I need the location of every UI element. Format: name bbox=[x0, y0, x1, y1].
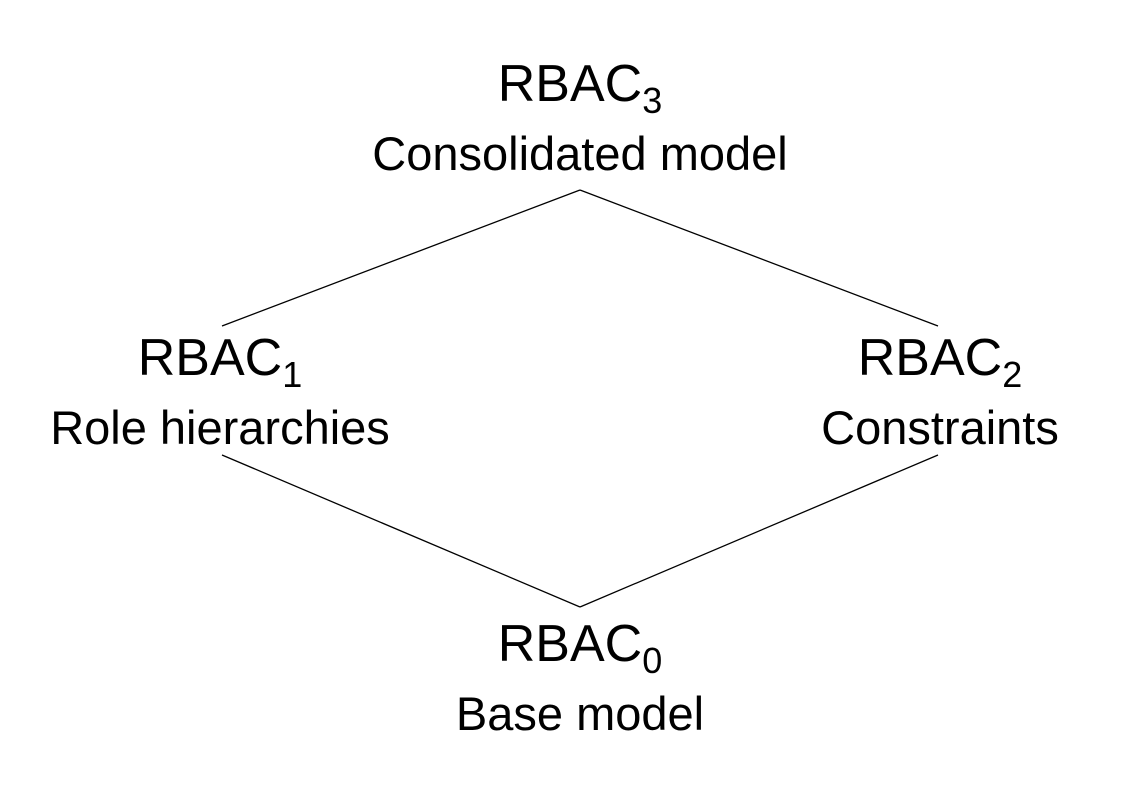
node-name: RBAC bbox=[497, 615, 643, 673]
edge-rbac1-rbac0 bbox=[221, 454, 581, 608]
node-description: Consolidated model bbox=[372, 127, 788, 180]
node-description: Constraints bbox=[821, 401, 1059, 454]
node-title: RBAC3 bbox=[330, 55, 830, 119]
node-subscript: 3 bbox=[642, 80, 663, 121]
node-title: RBAC2 bbox=[790, 329, 1090, 393]
node-subscript: 0 bbox=[642, 640, 663, 681]
node-rbac1: RBAC1 Role hierarchies bbox=[10, 332, 430, 451]
node-description: Role hierarchies bbox=[50, 401, 390, 454]
node-rbac3: RBAC3 Consolidated model bbox=[330, 58, 830, 177]
edge-rbac3-rbac2 bbox=[579, 189, 939, 327]
node-description: Base model bbox=[455, 687, 705, 740]
node-subscript: 1 bbox=[282, 354, 303, 395]
node-name: RBAC bbox=[497, 55, 643, 113]
node-title: RBAC1 bbox=[10, 329, 430, 393]
edge-rbac3-rbac1 bbox=[221, 189, 581, 327]
node-rbac0: RBAC0 Base model bbox=[380, 618, 780, 737]
edge-rbac2-rbac0 bbox=[579, 454, 939, 608]
node-name: RBAC bbox=[857, 329, 1003, 387]
node-rbac2: RBAC2 Constraints bbox=[790, 332, 1090, 451]
node-subscript: 2 bbox=[1002, 354, 1023, 395]
node-name: RBAC bbox=[137, 329, 283, 387]
node-title: RBAC0 bbox=[380, 615, 780, 679]
